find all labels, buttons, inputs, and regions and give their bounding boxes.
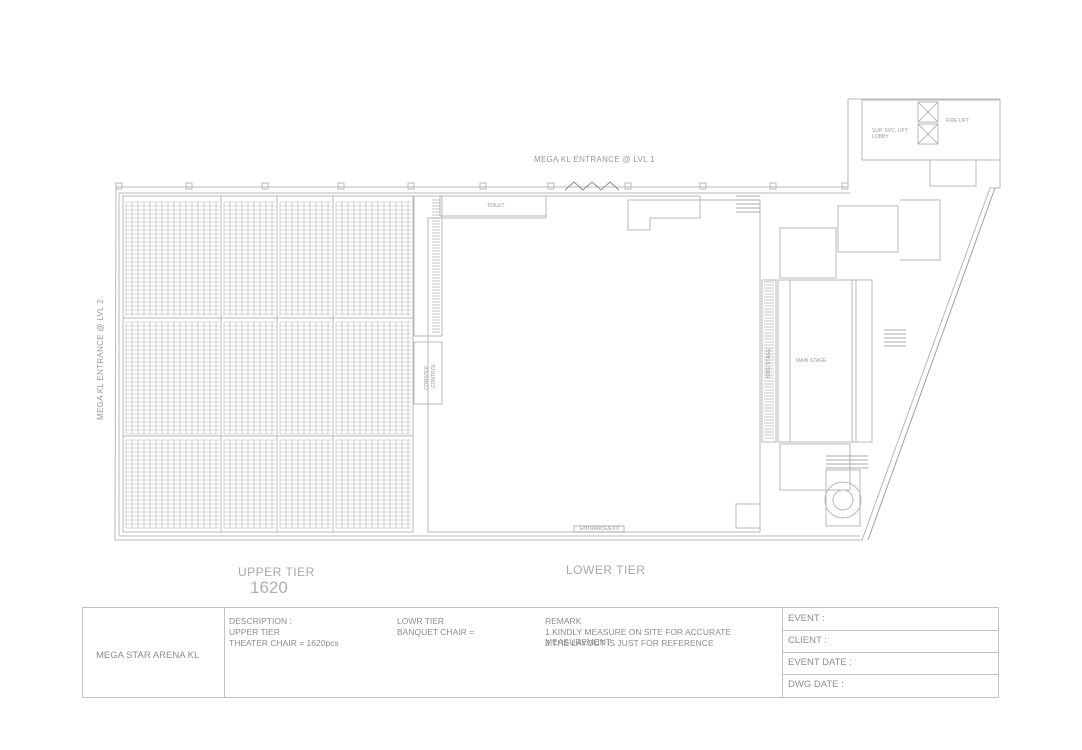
venue-name: MEGA STAR ARENA KL [96, 650, 200, 661]
event-field: EVENT : [788, 613, 825, 624]
client-field: CLIENT : [788, 635, 827, 646]
remark-line-1: 1.KINDLY MEASURE ON SITE FOR ACCURATE ME… [545, 627, 732, 647]
upper-tier-line: UPPER TIER [229, 627, 280, 637]
remark-line-2: 2.THE LAYOUT IS JUST FOR REFERENCE [545, 638, 714, 648]
theater-chair-line: THEATER CHAIR = 1620pcs [229, 638, 339, 648]
top-entrance-label: MEGA KL ENTRANCE @ LVL 1 [534, 155, 655, 164]
side-stage [761, 279, 777, 443]
upper-tier-count: 1620 [250, 578, 288, 597]
event-date-field: EVENT DATE : [788, 657, 853, 668]
side-seats [432, 199, 774, 439]
side-entrance-label: MEGA KL ENTRANCE @ LVL 2 [96, 299, 105, 420]
lift-label-2: FIRE LIFT [946, 118, 970, 124]
control-label: CONTROL [431, 363, 437, 388]
upper-tier-area [122, 195, 414, 533]
description-heading: DESCRIPTION : [229, 616, 292, 626]
lower-tier-line: LOWR TIER [397, 616, 445, 626]
floor-plan [114, 98, 1001, 541]
dwg-date-field: DWG DATE : [788, 679, 844, 690]
theater-seats [125, 201, 411, 529]
banquet-chair-line: BANQUET CHAIR = [397, 627, 475, 637]
main-stage-label: MAIN STAGE [796, 358, 827, 364]
building-outline [114, 98, 1001, 541]
upper-tier-label: UPPER TIER [238, 565, 315, 579]
bottom-entrance-label: ENTRANCE/EXIT [580, 526, 621, 532]
bottom-entrance-bar [573, 525, 625, 533]
side-stage-label: SIDE STAGE [766, 348, 772, 378]
toilet-label: TOILET [487, 203, 505, 209]
lower-tier-label: LOWER TIER [566, 563, 646, 577]
lift-label-1: SUP. SVC. LIFT LOBBY [872, 128, 908, 140]
top-entrance-doors [564, 181, 620, 191]
venue-cell: MEGA STAR ARENA KL [83, 608, 225, 697]
description-cell: DESCRIPTION : UPPER TIER THEATER CHAIR =… [224, 608, 783, 697]
console-label: CONSOLE [424, 365, 430, 390]
top-wall-columns [115, 182, 849, 190]
event-cell: EVENT : CLIENT : EVENT DATE : DWG DATE : [782, 608, 998, 697]
title-block: MEGA STAR ARENA KL DESCRIPTION : UPPER T… [82, 607, 999, 698]
remark-heading: REMARK [545, 616, 582, 626]
lower-tier-hall [427, 195, 761, 533]
